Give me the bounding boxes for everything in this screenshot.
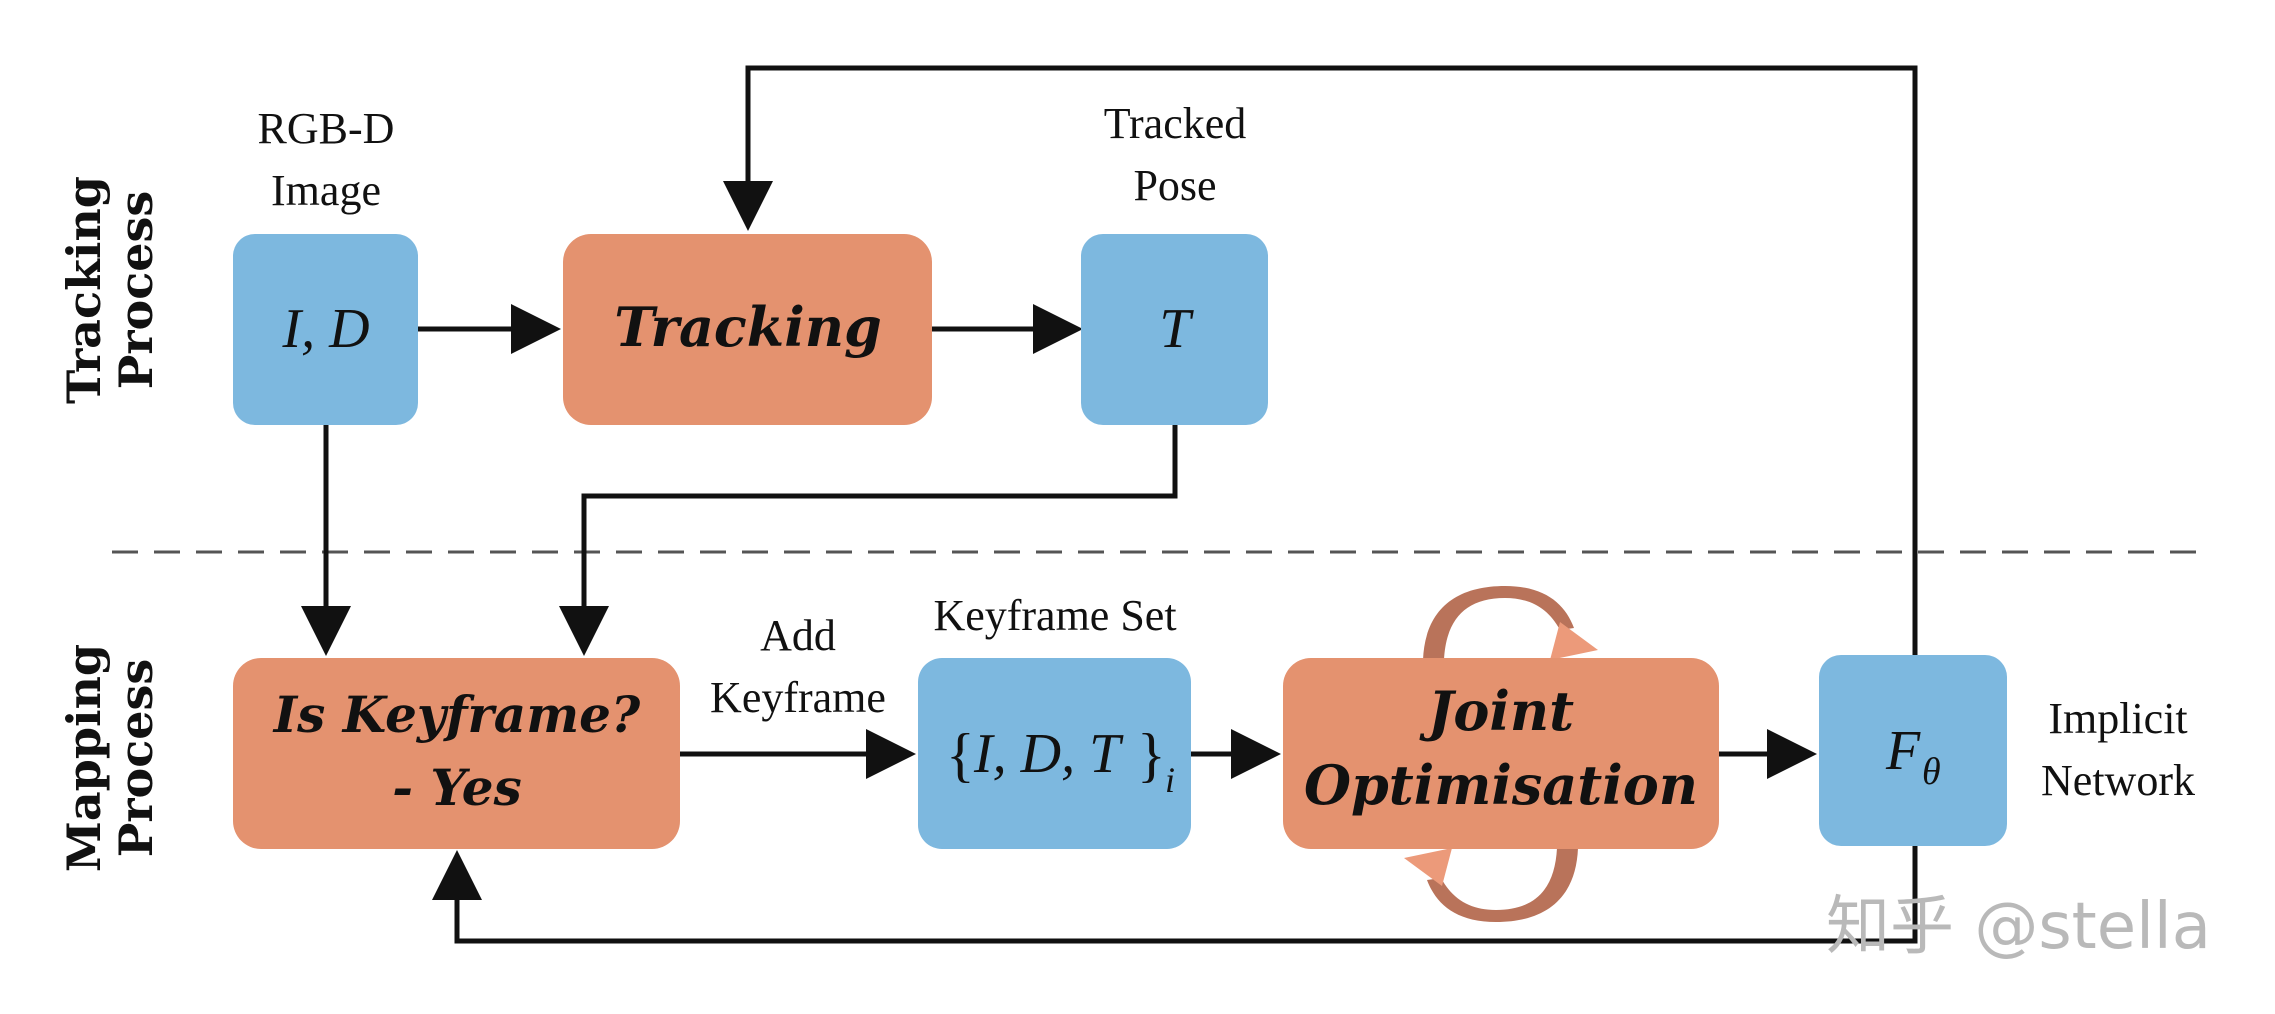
implicit-network-label-line2: Network xyxy=(2041,756,2195,805)
arrow-network-to-keyframe-check xyxy=(432,846,1918,944)
joint-opt-top-cycle-arrow xyxy=(1423,586,1598,660)
keyframe-set-box-formula: { I, D, T } i xyxy=(946,722,1175,800)
joint-opt-box xyxy=(1283,658,1719,849)
tracked-pose-label-line2: Pose xyxy=(1133,161,1216,210)
keyframe-set-close-brace: } xyxy=(1137,722,1166,788)
pose-box-text: T xyxy=(1159,298,1194,360)
add-keyframe-label-line1: Add xyxy=(760,611,836,660)
mapping-process-label: Mapping Process xyxy=(57,644,163,872)
rgbd-image-label-line1: RGB-D xyxy=(258,104,395,153)
tracking-process-label-line1: Tracking xyxy=(57,176,111,404)
network-box-formula: F θ xyxy=(1885,720,1941,793)
tracked-pose-label-line1: Tracked xyxy=(1104,99,1247,148)
rgbd-image-label-line2: Image xyxy=(271,166,381,215)
add-keyframe-label-line2: Keyframe xyxy=(710,673,886,722)
network-subscript: θ xyxy=(1922,751,1941,793)
joint-opt-box-line2: Optimisation xyxy=(1304,753,1698,817)
joint-opt-bottom-cycle-arrow xyxy=(1404,848,1578,922)
input-box-text: I, D xyxy=(281,298,369,360)
network-box xyxy=(1819,655,2007,846)
keyframe-set-label: Keyframe Set xyxy=(933,591,1176,640)
is-keyframe-box xyxy=(233,658,680,849)
keyframe-set-open-brace: { xyxy=(946,722,975,788)
tracking-box xyxy=(563,234,932,425)
mapping-process-label-line2: Process xyxy=(109,659,163,858)
tracking-process-label-line2: Process xyxy=(109,191,163,390)
is-keyframe-box-line1: Is Keyframe? xyxy=(272,685,641,744)
arrow-network-to-tracking xyxy=(723,65,1918,655)
keyframe-set-subscript: i xyxy=(1165,760,1175,800)
watermark-text: 知乎 @stella xyxy=(1826,890,2211,964)
pose-box xyxy=(1081,234,1268,425)
network-main-symbol: F xyxy=(1885,720,1921,782)
keyframe-set-content: I, D, T xyxy=(973,723,1124,785)
input-box xyxy=(233,234,418,425)
tracking-process-label: Tracking Process xyxy=(57,176,163,404)
keyframe-set-box xyxy=(918,658,1191,849)
tracking-box-text: Tracking xyxy=(614,295,882,359)
implicit-network-label-line1: Implicit xyxy=(2048,694,2187,743)
mapping-process-label-line1: Mapping xyxy=(57,644,111,872)
is-keyframe-box-line2: - Yes xyxy=(392,758,521,817)
arrow-pose-to-keyframe-check xyxy=(559,425,1178,656)
joint-opt-box-line1: Joint xyxy=(1419,679,1574,743)
